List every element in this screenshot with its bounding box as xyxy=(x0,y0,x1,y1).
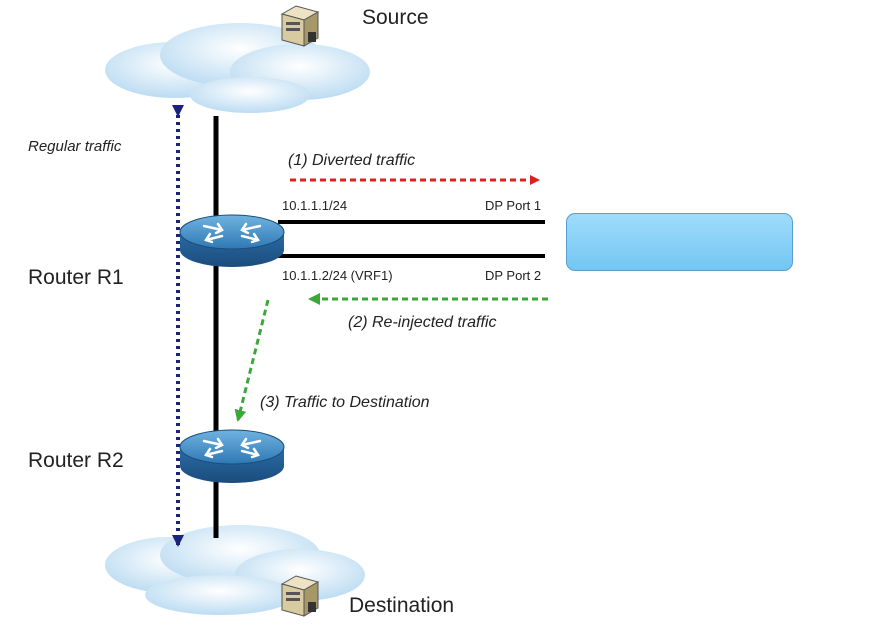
regular-traffic-label: Regular traffic xyxy=(28,138,122,155)
ip-port2-label: 10.1.1.2/24 (VRF1) xyxy=(282,268,393,283)
diverted-traffic-label: (1) Diverted traffic xyxy=(288,152,416,169)
reinjected-traffic-label: (2) Re-injected traffic xyxy=(348,314,497,331)
destination-server-icon xyxy=(280,575,320,617)
source-server-icon xyxy=(280,5,320,47)
router-r2-label: Router R2 xyxy=(28,449,124,472)
source-cloud-icon xyxy=(105,23,370,113)
traffic-to-destination-arrow xyxy=(234,299,270,422)
destination-cloud-icon xyxy=(105,525,365,615)
source-label: Source xyxy=(362,6,429,29)
router-r1-label: Router R1 xyxy=(28,266,124,289)
dp-port2-label: DP Port 2 xyxy=(485,268,542,283)
traffic-to-destination-label: (3) Traffic to Destination xyxy=(260,394,430,411)
destination-label: Destination xyxy=(349,594,455,617)
dp-appliance-box xyxy=(566,213,793,271)
router-r2-icon xyxy=(179,429,285,483)
ip-port1-label: 10.1.1.1/24 xyxy=(282,198,348,213)
router-r1-icon xyxy=(179,214,285,267)
dp-port1-label: DP Port 1 xyxy=(485,198,542,213)
